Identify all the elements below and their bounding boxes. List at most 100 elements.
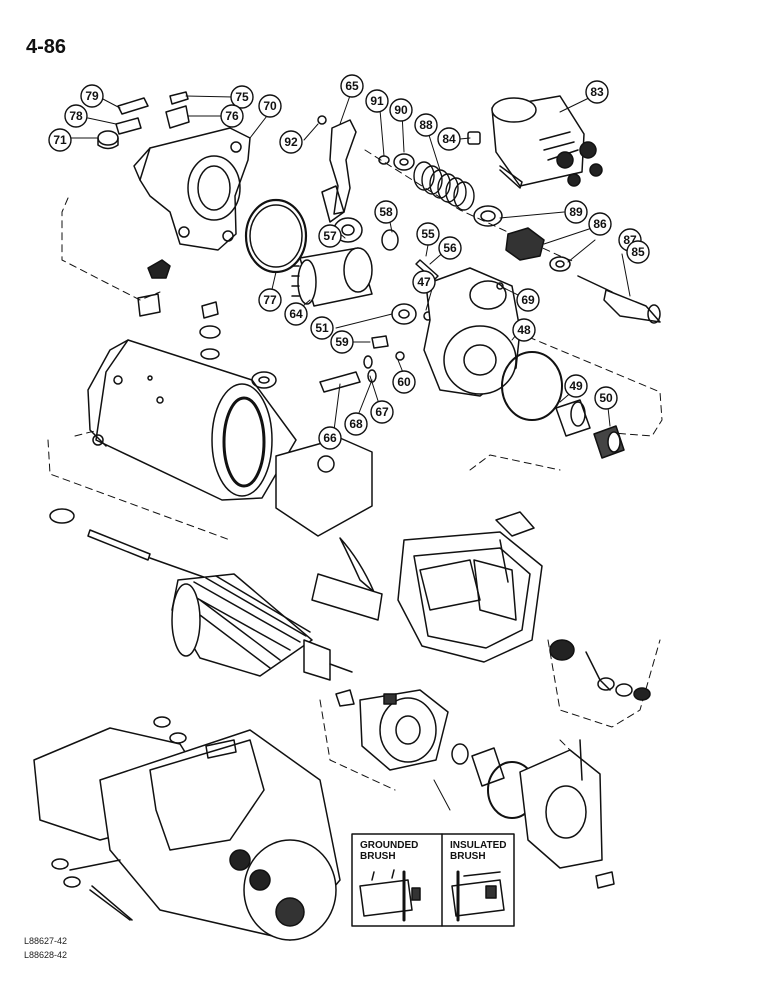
inset-grounded-line1: GROUNDED <box>360 840 419 851</box>
callout-71: 71 <box>48 128 72 152</box>
callout-88: 88 <box>414 113 438 137</box>
callout-circle <box>437 127 461 151</box>
pinion-clutch <box>291 247 373 307</box>
callout-circle <box>438 236 462 260</box>
callout-76: 76 <box>220 104 244 128</box>
callout-label: 88 <box>419 118 433 132</box>
callout-circle <box>340 74 364 98</box>
callout-circle <box>416 222 440 246</box>
callout-68: 68 <box>344 412 368 436</box>
callout-label: 59 <box>335 335 349 349</box>
callout-circle <box>80 84 104 108</box>
callout-circle <box>516 288 540 312</box>
figure-ref-1: L88627-42 <box>24 936 68 946</box>
top-left-hardware <box>97 91 190 150</box>
inset-insulated-line1: INSULATED <box>450 840 507 851</box>
callout-circle <box>594 386 618 410</box>
callout-circle <box>412 270 436 294</box>
callout-79: 79 <box>80 84 104 108</box>
callout-label: 67 <box>375 405 389 419</box>
callout-89: 89 <box>564 200 588 224</box>
callout-67: 67 <box>370 400 394 424</box>
callout-label: 90 <box>394 103 408 117</box>
callout-circle <box>344 412 368 436</box>
callout-circle <box>414 113 438 137</box>
callout-91: 91 <box>365 89 389 113</box>
inset-insulated-title: INSULATED BRUSH <box>450 840 506 862</box>
callout-circle <box>258 288 282 312</box>
callout-label: 48 <box>517 323 531 337</box>
callout-label: 75 <box>235 90 249 104</box>
callout-circle <box>220 104 244 128</box>
callout-label: 84 <box>442 132 456 146</box>
callout-circle <box>626 240 650 264</box>
callout-label: 51 <box>315 321 329 335</box>
callout-circle <box>284 302 308 326</box>
callout-circle <box>330 330 354 354</box>
callout-58: 58 <box>374 200 398 224</box>
callout-78: 78 <box>64 104 88 128</box>
callout-51: 51 <box>310 316 334 340</box>
assembled-starter <box>33 716 341 941</box>
callout-circle <box>512 318 536 342</box>
field-coils <box>397 511 543 663</box>
callout-label: 92 <box>284 135 298 149</box>
callout-label: 56 <box>443 241 457 255</box>
callout-label: 50 <box>599 391 613 405</box>
field-frame <box>87 339 297 501</box>
callout-label: 49 <box>569 379 583 393</box>
callout-circle <box>258 94 282 118</box>
callout-label: 65 <box>345 79 359 93</box>
commutator-end <box>451 739 615 889</box>
callout-59: 59 <box>330 330 354 354</box>
callout-66: 66 <box>318 426 342 450</box>
inset-grounded-title: GROUNDED BRUSH <box>360 840 418 862</box>
housing-gasket <box>244 198 308 274</box>
callout-label: 66 <box>323 431 337 445</box>
callout-77: 77 <box>258 288 282 312</box>
callout-circle <box>310 316 334 340</box>
callout-circle <box>318 224 342 248</box>
callout-69: 69 <box>516 288 540 312</box>
callout-84: 84 <box>437 127 461 151</box>
callout-label: 60 <box>397 375 411 389</box>
terminal-hardware <box>549 639 651 701</box>
callout-label: 85 <box>631 245 645 259</box>
callout-label: 91 <box>370 94 384 108</box>
callout-circle <box>588 212 612 236</box>
callout-55: 55 <box>416 222 440 246</box>
shift-housing <box>423 267 521 397</box>
callout-circle <box>392 370 416 394</box>
drive-housing <box>133 127 251 251</box>
solenoid <box>491 95 603 189</box>
callout-circle <box>230 85 254 109</box>
pole-shoe <box>275 437 375 593</box>
callout-circle <box>64 104 88 128</box>
washers-51-47 <box>391 303 433 325</box>
callout-75: 75 <box>230 85 254 109</box>
callout-92: 92 <box>279 130 303 154</box>
shift-lever <box>317 115 357 223</box>
return-spring <box>413 161 475 211</box>
insulator-strip <box>311 573 383 621</box>
inset-insulated-line2: BRUSH <box>450 851 486 862</box>
callout-label: 68 <box>349 417 363 431</box>
callout-label: 47 <box>417 275 431 289</box>
inset-grounded-line2: BRUSH <box>360 851 396 862</box>
callout-57: 57 <box>318 224 342 248</box>
callout-label: 57 <box>323 229 337 243</box>
callout-65: 65 <box>340 74 364 98</box>
callout-label: 89 <box>569 205 583 219</box>
callout-70: 70 <box>258 94 282 118</box>
callout-label: 71 <box>53 133 67 147</box>
callout-label: 79 <box>85 89 99 103</box>
callout-circle <box>389 98 413 122</box>
callout-circle <box>564 200 588 224</box>
callout-circle <box>318 426 342 450</box>
callout-circle <box>564 374 588 398</box>
callout-circle <box>279 130 303 154</box>
frame-hardware <box>49 259 277 524</box>
callout-label: 78 <box>69 109 83 123</box>
